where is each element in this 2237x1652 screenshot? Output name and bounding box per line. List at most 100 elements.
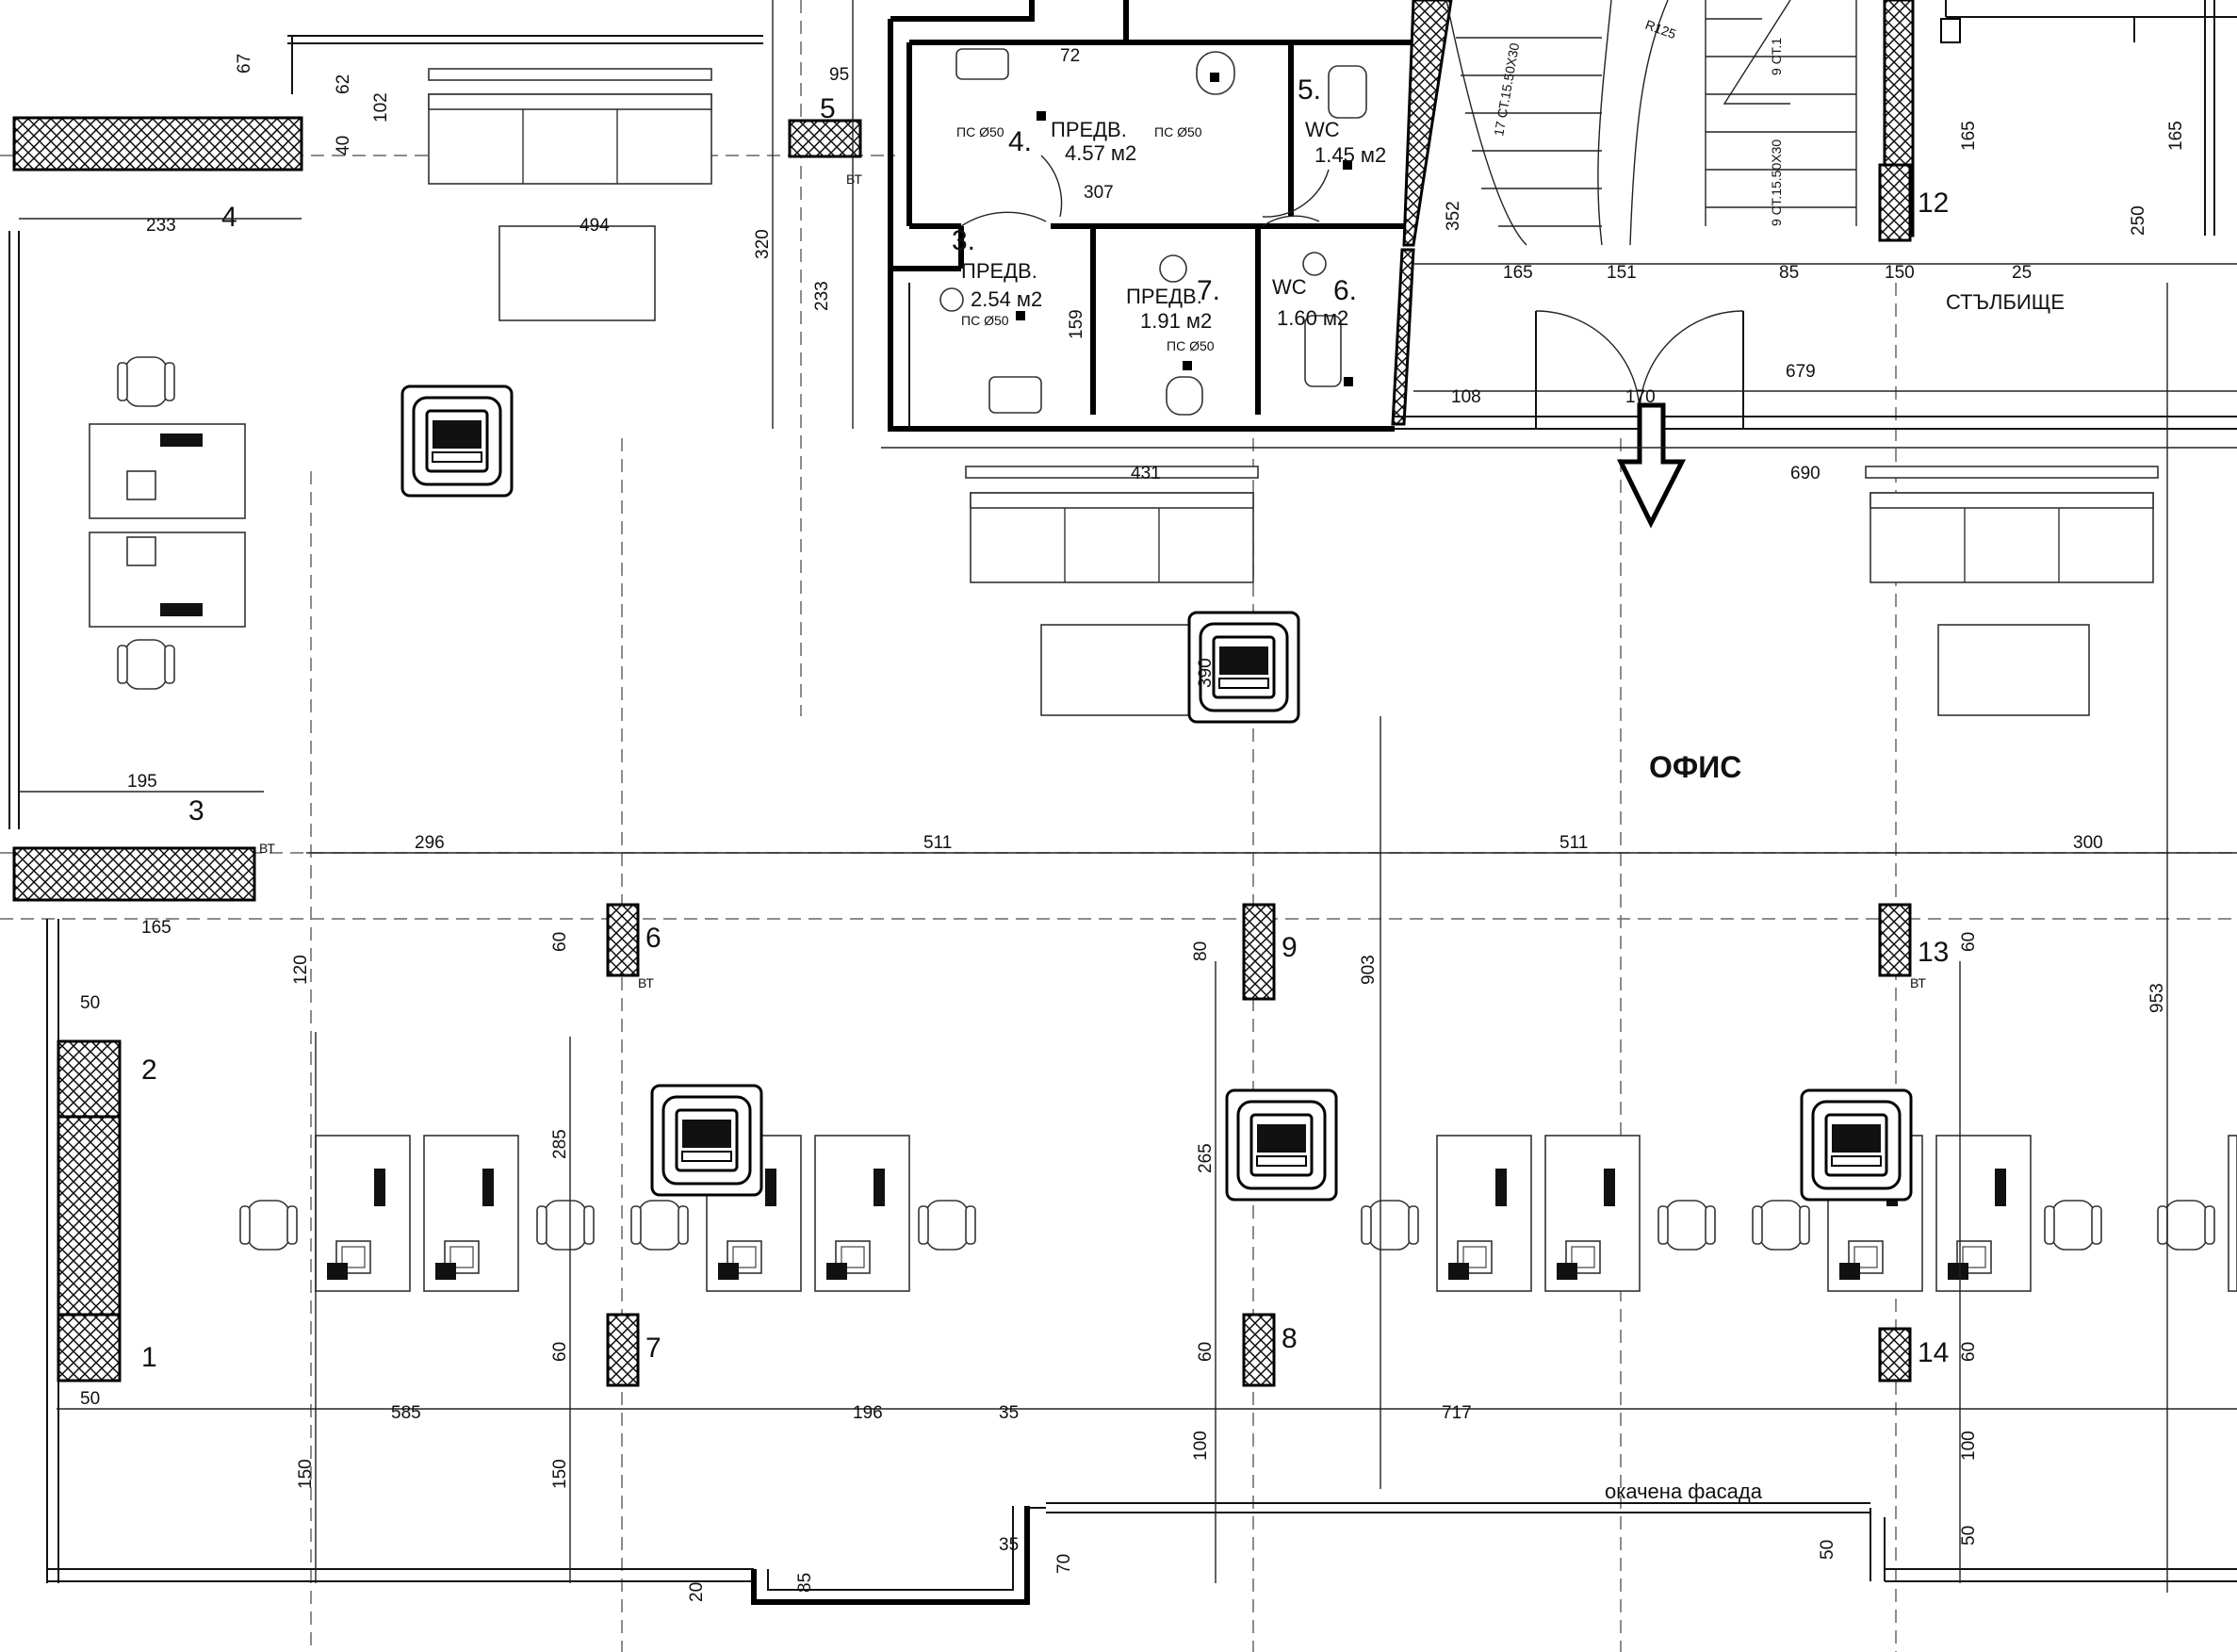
dim-text: 903 <box>1359 955 1379 985</box>
column-label-2: 2 <box>141 1055 157 1086</box>
facade-label: окачена фасада <box>1605 1480 1763 1503</box>
dim-text: 165 <box>141 918 171 938</box>
room-7-num: 7. <box>1197 275 1220 306</box>
column-4 <box>12 116 303 172</box>
column-14 <box>1878 1327 1912 1382</box>
dim-text: 511 <box>1559 833 1588 853</box>
dim-text: 40 <box>334 136 353 155</box>
furniture <box>89 68 2237 1292</box>
dim-text: 150 <box>550 1459 570 1489</box>
dim-text: 60 <box>550 932 570 952</box>
dim-text: 511 <box>923 833 952 853</box>
column-label-7: 7 <box>645 1333 661 1364</box>
stair-label: СТЪЛБИЩЕ <box>1946 290 2065 314</box>
dim-text: 50 <box>80 993 100 1013</box>
staircase <box>1445 0 1857 429</box>
socket-label: ВТ <box>259 841 275 856</box>
stair-note-4: 9 СТ.1 <box>1769 38 1784 75</box>
socket-label: ВТ <box>846 172 862 187</box>
labels: ОФИС СТЪЛБИЩЕ окачена фасада 3. ПРЕДВ. 2… <box>141 17 2065 1503</box>
dim-text: 62 <box>334 74 353 94</box>
socket-label: ВТ <box>1910 975 1926 990</box>
dim-text: 67 <box>235 54 254 74</box>
dim-text: 150 <box>296 1459 316 1489</box>
dim-text: 151 <box>1607 263 1637 283</box>
column-3 <box>12 846 256 902</box>
drain-label: ПС Ø50 <box>1154 124 1202 139</box>
column-label-8: 8 <box>1282 1323 1298 1354</box>
dim-text: 250 <box>2129 205 2148 236</box>
dimension-lines <box>19 0 2237 1593</box>
dim-text: 100 <box>1959 1431 1979 1461</box>
column-label-6: 6 <box>645 923 661 954</box>
column-label-12: 12 <box>1918 188 1949 219</box>
dim-text: 717 <box>1442 1403 1472 1423</box>
dim-text: 307 <box>1084 183 1114 203</box>
dim-text: 494 <box>580 216 610 236</box>
dim-text: 195 <box>127 772 157 792</box>
dim-text: 60 <box>1959 1342 1979 1362</box>
dim-text: 585 <box>391 1403 421 1423</box>
dim-text: 233 <box>146 216 176 236</box>
dim-text: 60 <box>550 1342 570 1362</box>
dim-text: 285 <box>550 1129 570 1159</box>
dim-text: 679 <box>1786 362 1816 382</box>
dim-text: 35 <box>999 1403 1019 1423</box>
dim-text: 35 <box>999 1535 1019 1555</box>
dim-text: 95 <box>829 65 849 85</box>
socket-label: ВТ <box>638 975 654 990</box>
dim-text: 690 <box>1790 464 1821 483</box>
column-5 <box>788 119 862 158</box>
dim-text: 150 <box>1885 263 1915 283</box>
column-label-13: 13 <box>1918 937 1949 968</box>
dim-text: 170 <box>1625 387 1656 407</box>
dim-text: 165 <box>2166 121 2186 151</box>
stair-note-1: 17 СТ.15.50Х30 <box>1491 41 1522 137</box>
dim-text: 20 <box>687 1582 707 1602</box>
stair-note-3: R125 <box>1643 17 1678 42</box>
drain-label: ПС Ø50 <box>961 313 1009 328</box>
room-6-name: WC <box>1272 275 1307 299</box>
room-6-area: 1.60 м2 <box>1277 306 1348 330</box>
dim-text: 300 <box>2073 833 2103 853</box>
room-5-num: 5. <box>1298 74 1321 106</box>
column-12 <box>1878 163 1912 242</box>
dim-text: 165 <box>1959 121 1979 151</box>
room-7-name: ПРЕДВ. <box>1126 285 1202 308</box>
column-label-4: 4 <box>221 202 237 233</box>
dim-text: 50 <box>1959 1526 1979 1546</box>
room-4-area: 4.57 м2 <box>1065 141 1136 165</box>
stair-note-2: 9 СТ.15.50Х30 <box>1769 139 1784 226</box>
dim-text: 120 <box>291 955 311 985</box>
walls <box>8 0 2237 1605</box>
dim-text: 431 <box>1131 464 1161 483</box>
drain-label: ПС Ø50 <box>956 124 1004 139</box>
dim-text: 102 <box>371 92 391 123</box>
room-6-num: 6. <box>1333 275 1357 306</box>
column-6 <box>606 903 640 977</box>
column-8 <box>1242 1313 1276 1387</box>
room-4-name: ПРЕДВ. <box>1051 118 1127 141</box>
dim-text: 85 <box>795 1573 815 1593</box>
column-2 <box>57 1039 122 1119</box>
column-9 <box>1242 903 1276 1001</box>
dim-text: 70 <box>1054 1554 1074 1574</box>
dim-text: 60 <box>1959 932 1979 952</box>
column-7 <box>606 1313 640 1387</box>
dim-text: 165 <box>1503 263 1533 283</box>
column-label-9: 9 <box>1282 932 1298 963</box>
dim-text: 80 <box>1191 941 1211 961</box>
column-1 <box>57 1313 122 1382</box>
room-7-area: 1.91 м2 <box>1140 309 1212 333</box>
dim-text: 233 <box>812 281 832 311</box>
dim-text: 320 <box>753 229 773 259</box>
dim-text: 265 <box>1196 1143 1216 1173</box>
room-3-area: 2.54 м2 <box>971 287 1042 311</box>
column-label-3: 3 <box>188 795 204 826</box>
dim-text: 390 <box>1196 658 1216 688</box>
room-3-name: ПРЕДВ. <box>961 259 1037 283</box>
room-5-area: 1.45 м2 <box>1314 143 1386 167</box>
columns <box>12 116 1912 1387</box>
